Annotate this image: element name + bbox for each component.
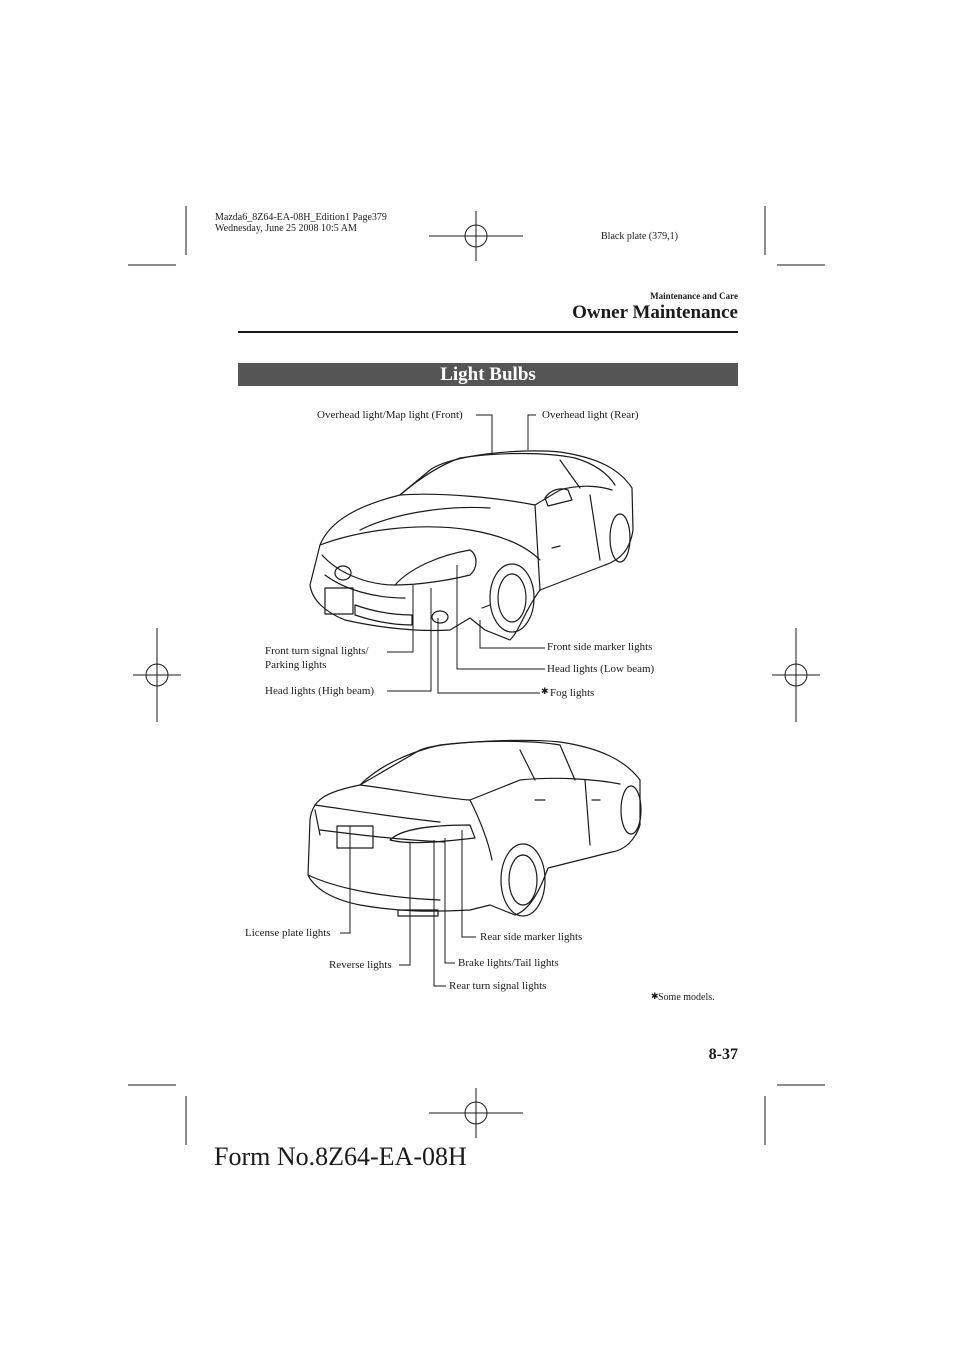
page-number: 8-37 xyxy=(708,1046,738,1063)
label-head-high: Head lights (High beam) xyxy=(265,685,375,697)
page-title: Owner Maintenance xyxy=(572,302,738,323)
footnote-text: Some models. xyxy=(658,992,715,1003)
label-reverse: Reverse lights xyxy=(329,959,392,971)
label-brake-tail: Brake lights/Tail lights xyxy=(458,957,559,969)
label-front-turn-1: Front turn signal lights/ xyxy=(265,645,369,657)
label-front-side-marker: Front side marker lights xyxy=(547,641,653,653)
section-banner: Light Bulbs xyxy=(238,363,738,386)
form-number: Form No.8Z64-EA-08H xyxy=(214,1142,467,1171)
plate-info: Black plate (379,1) xyxy=(601,231,678,242)
label-fog: Fog lights xyxy=(550,687,595,699)
label-rear-turn: Rear turn signal lights xyxy=(449,980,547,992)
label-head-low: Head lights (Low beam) xyxy=(547,663,655,675)
section-name: Maintenance and Care xyxy=(650,291,738,301)
label-front-turn-2: Parking lights xyxy=(265,659,327,671)
label-overhead-front: Overhead light/Map light (Front) xyxy=(317,409,463,421)
header-rule xyxy=(238,331,738,333)
footnote-star-icon: ✱ xyxy=(651,991,659,1001)
print-info-line-2: Wednesday, June 25 2008 10:5 AM xyxy=(215,223,357,234)
label-license-plate: License plate lights xyxy=(245,927,331,939)
label-overhead-rear: Overhead light (Rear) xyxy=(542,409,639,421)
print-info-line-1: Mazda6_8Z64-EA-08H_Edition1 Page379 xyxy=(215,212,387,223)
fog-star-icon: ✱ xyxy=(541,686,549,696)
label-rear-side-marker: Rear side marker lights xyxy=(480,931,583,943)
